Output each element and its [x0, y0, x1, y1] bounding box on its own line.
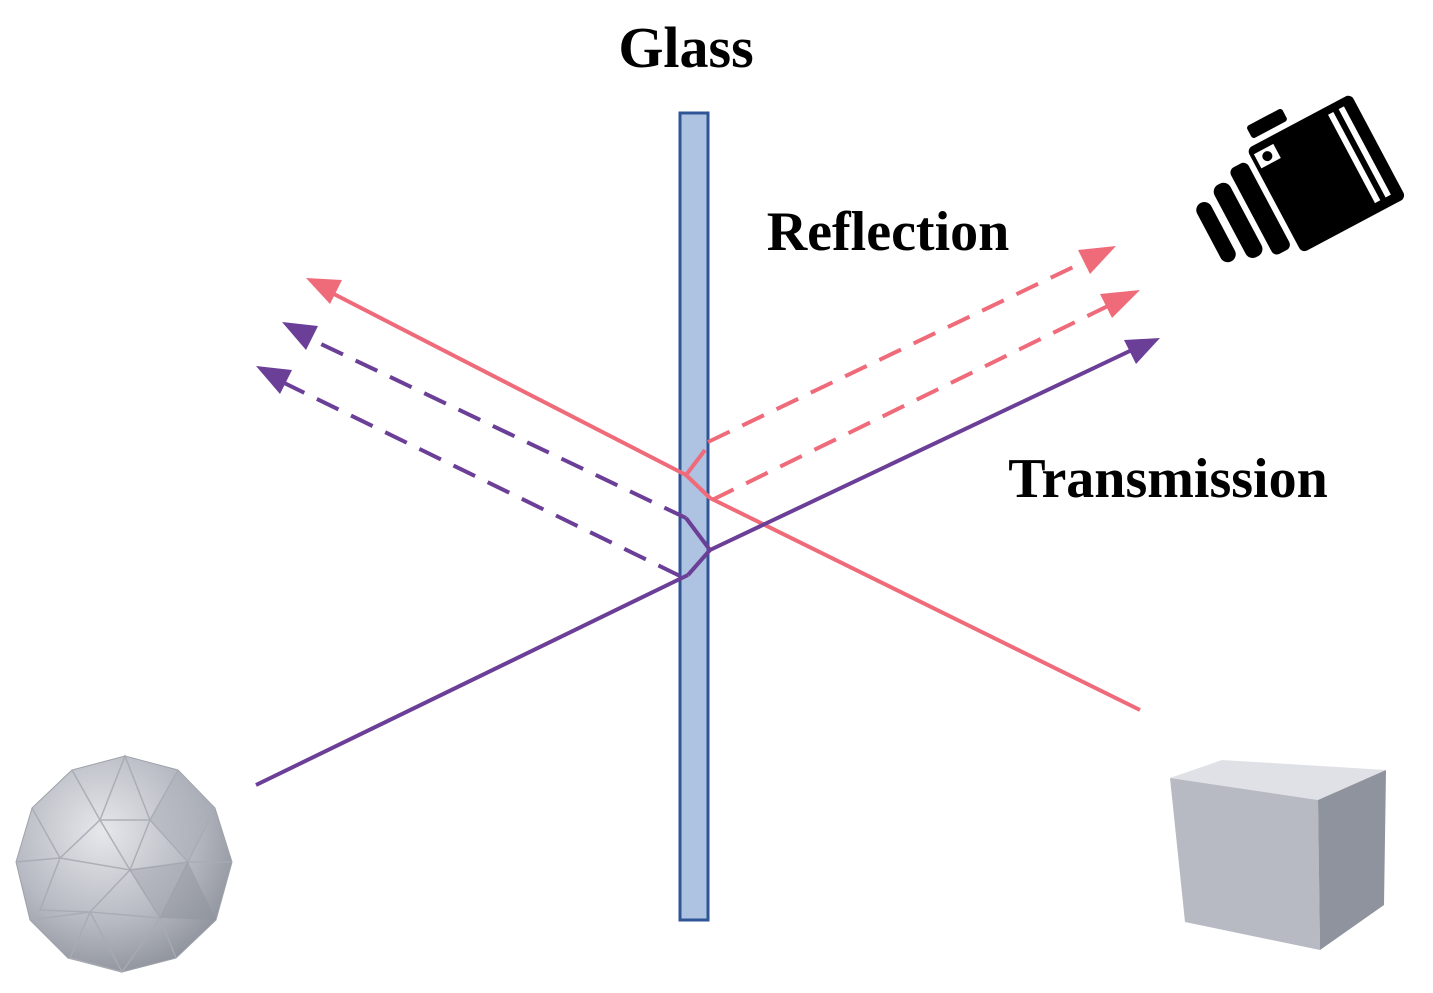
transmission-outgoing-ray — [709, 347, 1135, 552]
arrowhead — [1078, 246, 1116, 274]
geodesic-sphere — [15, 753, 233, 973]
transmission-incident-ray — [255, 573, 689, 787]
camera-dot — [1262, 151, 1273, 162]
transmission-label: Transmission — [1008, 448, 1327, 510]
camera-body — [1248, 95, 1405, 252]
transmission-rays — [255, 332, 1135, 787]
camera-grip-stripe — [1338, 106, 1391, 198]
transmission-arrowheads — [256, 322, 1160, 394]
camera-lens-ring-3 — [1196, 202, 1236, 263]
reflection-arrowheads — [306, 246, 1140, 318]
reflection-outgoing-ray — [329, 290, 687, 477]
arrowhead — [1100, 290, 1140, 318]
camera-lens-ring-2 — [1213, 182, 1263, 258]
reflection-rays — [329, 256, 1141, 712]
camera-icon — [1196, 95, 1405, 263]
transmission-dashed-ray-1 — [299, 332, 687, 520]
camera-grip-stripe — [1328, 111, 1381, 204]
cube-top-face — [1170, 760, 1386, 800]
cube — [1170, 760, 1386, 950]
arrowhead — [306, 278, 342, 304]
camera-lens-ring-1 — [1230, 162, 1290, 255]
reflection-label: Reflection — [767, 201, 1010, 263]
transmission-dashed-ray-2 — [273, 376, 681, 578]
reflection-incident-ray — [709, 496, 1141, 712]
glass-label: Glass — [618, 15, 753, 80]
reflection-dashed-ray-1 — [707, 256, 1093, 444]
cube-front-face — [1170, 778, 1320, 950]
arrowhead — [282, 322, 318, 350]
camera-top-button — [1247, 108, 1287, 138]
arrowhead — [1124, 338, 1160, 364]
cube-side-face — [1318, 770, 1386, 950]
arrowhead — [256, 366, 292, 394]
